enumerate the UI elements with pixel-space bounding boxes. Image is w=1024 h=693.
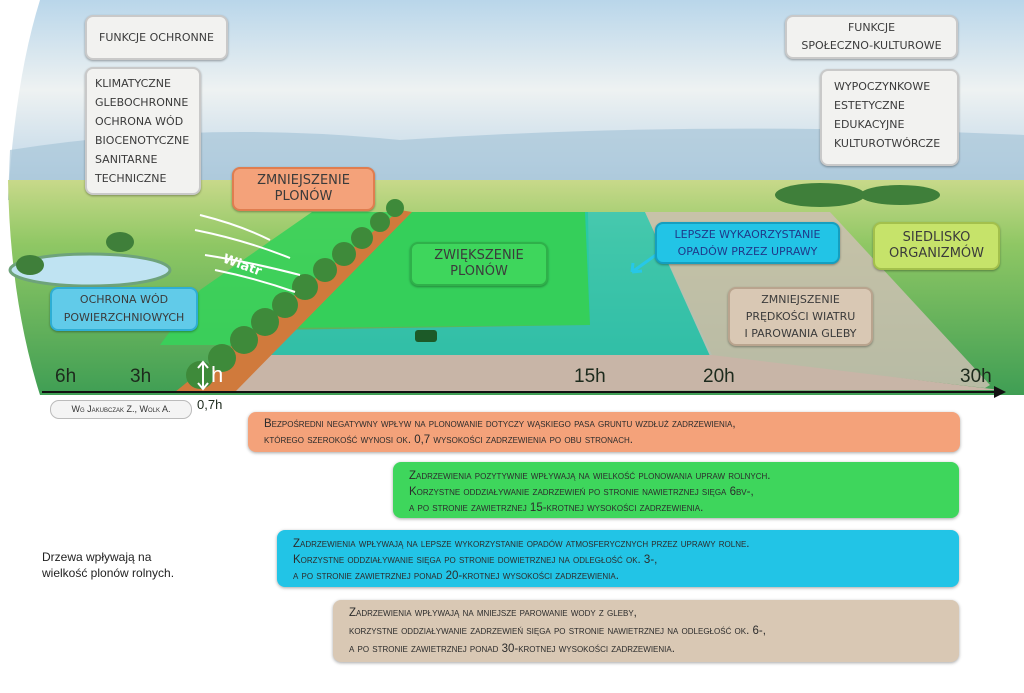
label-line: opadów przez uprawy [677,245,818,258]
info-line: Korzystne oddziaływanie sięga po stronie… [293,554,658,566]
label-line: Zmniejszenie [257,173,350,188]
yield-decrease-label: Zmniejszenie plonów [232,167,375,211]
tractor-icon [415,330,437,342]
yield-increase-label: Zwiększenie plonów [410,242,548,286]
axis-tick-20h: 20h [703,366,735,387]
wind-reduction-label: Zmniejszenie prędkości wiatru i parowani… [728,287,873,346]
protective-functions-list: Klimatyczne Glebochronne Ochrona wód Bio… [85,67,201,195]
list-item: Biocenotyczne [95,134,190,147]
list-item: Kulturotwórcze [834,137,941,150]
label-line: Zwiększenie [434,248,524,263]
info-line: Zadrzewienia wpływają na lepsze wykorzys… [293,538,750,550]
caption-line: wielkość plonów rolnych. [42,566,175,580]
water-protection-label: Ochrona wód powierzchniowych [50,287,198,331]
label-line: powierzchniowych [63,311,185,324]
caption: Drzewa wpływają na wielkość plonów rolny… [42,549,174,581]
label-line: Zmniejszenie [761,293,840,306]
label-line: organizmów [889,246,984,261]
habitat-label: Siedlisko organizmów [873,222,1000,270]
list-item: Glebochronne [95,96,189,109]
list-item: Techniczne [95,172,167,185]
pond [8,252,172,288]
info-line: korzystne oddziaływanie zadrzewień sięga… [349,625,766,637]
info-box-evaporation: Zadrzewienia wpływają na mniejsze parowa… [333,600,959,662]
label-line: Siedlisko [902,230,971,245]
distant-trees [16,183,940,275]
info-line: Zadrzewienia wpływają na mniejsze parowa… [349,607,637,619]
label-line: i parowania gleby [744,327,857,340]
precipitation-label: Lepsze wykaorzystanie opadów przez upraw… [655,222,840,264]
axis-arrow-icon [994,386,1006,398]
wind-arrows [194,214,301,293]
axis-tick-15h: 15h [574,366,606,387]
info-box-negative-impact: Bezpośredni negatywny wpływ na plonowani… [248,412,960,452]
title-line: społeczno-kulturowe [801,39,942,52]
info-box-precipitation: Zadrzewienia wpływają na lepsze wykorzys… [277,530,959,587]
axis-tick-h: h [211,362,224,387]
list-item: Edukacyjne [834,118,905,131]
info-line: a po stronie zawietrznej ponad 30-krotne… [349,643,675,655]
info-box-yield: Zadrzewienia pozytywnie wpływają na wiel… [393,462,959,518]
label-line: Lepsze wykaorzystanie [674,228,821,241]
axis-tick-6h: 6h [55,366,77,387]
list-item: Ochrona wód [95,115,184,128]
title-line: Funkcje [847,21,896,34]
info-line: Korzystne oddziaływanie zadrzewień po st… [409,486,754,498]
social-functions-list: Wypoczynkowe Estetyczne Edukacyjne Kultu… [820,69,959,166]
list-item: Klimatyczne [95,77,171,90]
label-line: plonów [450,264,508,279]
source-label: Wg Jakubczak Z., Wolk A. [50,400,192,419]
axis-tick-30h: 30h [960,366,992,387]
label-line: plonów [274,189,333,204]
info-line: a po stronie zawietrznej 15-krotnej wyso… [409,502,704,514]
tree-offset-label: 0,7h [197,397,223,412]
soil-strip [175,355,1000,392]
list-item: Wypoczynkowe [834,80,931,93]
label-line: prędkości wiatru [745,310,856,323]
tree-line [186,199,404,389]
list-item: Estetyczne [834,99,905,112]
info-line: Bezpośredni negatywny wpływ na plonowani… [264,418,736,430]
cyan-field [250,212,712,355]
protective-functions-title: Funkcje ochronne [85,15,228,60]
social-functions-title: Funkcje społeczno-kulturowe [785,15,958,59]
info-line: którego szerokość wynosi ok. 0,7 wysokoś… [264,434,633,446]
caption-line: Drzewa wpływają na [42,550,152,564]
height-marker-icon [197,360,209,391]
info-line: Zadrzewienia pozytywnie wpływają na wiel… [409,470,771,482]
list-item: Sanitarne [95,153,158,166]
label-line: Ochrona wód [79,293,169,306]
info-line: a po stronie zawietrznej ponad 20-krotne… [293,570,619,582]
axis-tick-3h: 3h [130,366,152,387]
